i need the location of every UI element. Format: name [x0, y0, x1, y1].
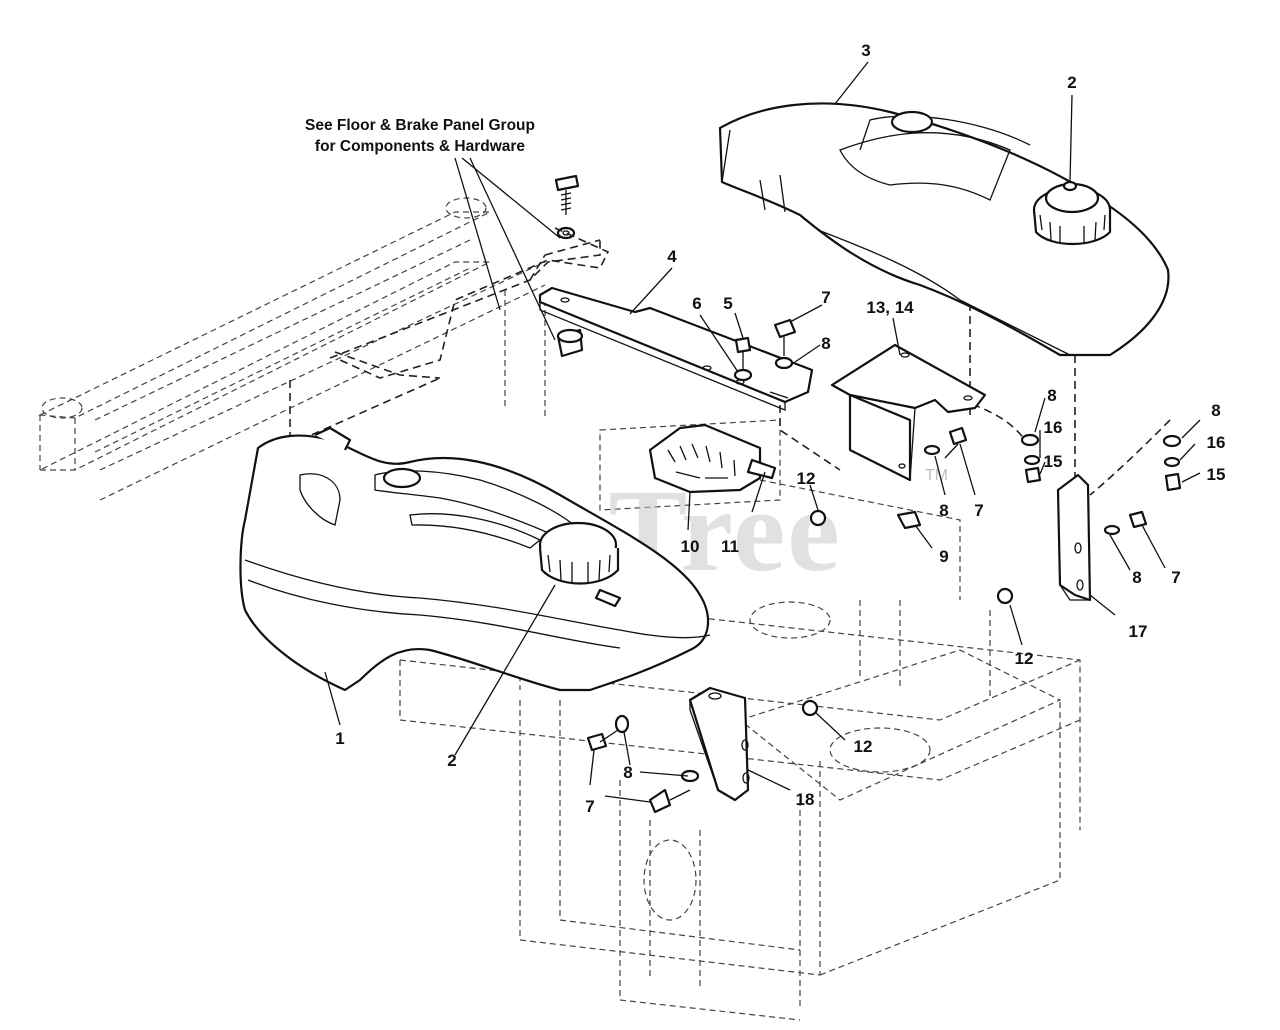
callout-labels: 3 2 4 6 5 7 8 13, 14 8 16 15 8 16 15 12 … — [335, 41, 1226, 816]
callout-8-lower-left: 8 — [623, 763, 632, 782]
callout-16-right: 16 — [1207, 433, 1226, 452]
callout-7-lower-right: 7 — [1171, 568, 1180, 587]
callout-15-mid: 15 — [1044, 452, 1063, 471]
callout-1: 1 — [335, 729, 344, 748]
callout-8-center: 8 — [939, 501, 948, 520]
callout-12-middle: 12 — [1015, 649, 1034, 668]
callout-leader-lines — [324, 61, 1201, 803]
hardware-bolts-washers — [339, 174, 1182, 814]
callout-18: 18 — [796, 790, 815, 809]
callout-3: 3 — [861, 41, 870, 60]
callout-17: 17 — [1129, 622, 1148, 641]
callout-4: 4 — [667, 247, 677, 266]
note-line-2: for Components & Hardware — [315, 138, 526, 155]
note-line-1: See Floor & Brake Panel Group — [305, 117, 535, 134]
callout-7-lower-left: 7 — [585, 797, 594, 816]
part-18-left-bracket — [688, 686, 750, 802]
callout-8-mid: 8 — [1047, 386, 1056, 405]
callout-2-right: 2 — [1067, 73, 1076, 92]
callout-7-top: 7 — [821, 288, 830, 307]
mower-frame-phantom — [37, 197, 1171, 1021]
callout-5: 5 — [723, 294, 732, 313]
callout-2-left: 2 — [447, 751, 456, 770]
callout-15-right: 15 — [1207, 465, 1226, 484]
callout-7-center: 7 — [974, 501, 983, 520]
callout-8-lower-right: 8 — [1132, 568, 1141, 587]
part-10-shield-plate — [648, 423, 777, 494]
callout-8-right: 8 — [1211, 401, 1220, 420]
part-1-left-fender — [239, 426, 711, 692]
part-13-14-cover-plate — [830, 343, 987, 482]
callout-12-upper: 12 — [797, 469, 816, 488]
part-17-right-bracket — [1056, 473, 1092, 602]
callout-12-lower: 12 — [854, 737, 873, 756]
callout-6: 6 — [692, 294, 701, 313]
callout-10: 10 — [681, 537, 700, 556]
part-3-right-fender — [718, 102, 1170, 357]
callout-9: 9 — [939, 547, 948, 566]
reference-note: See Floor & Brake Panel Group for Compon… — [305, 117, 535, 155]
watermark-trademark: TM — [925, 467, 948, 484]
callout-13-14: 13, 14 — [866, 298, 914, 317]
callout-8-top: 8 — [821, 334, 830, 353]
callout-11: 11 — [721, 537, 739, 556]
callout-16-mid: 16 — [1044, 418, 1063, 437]
